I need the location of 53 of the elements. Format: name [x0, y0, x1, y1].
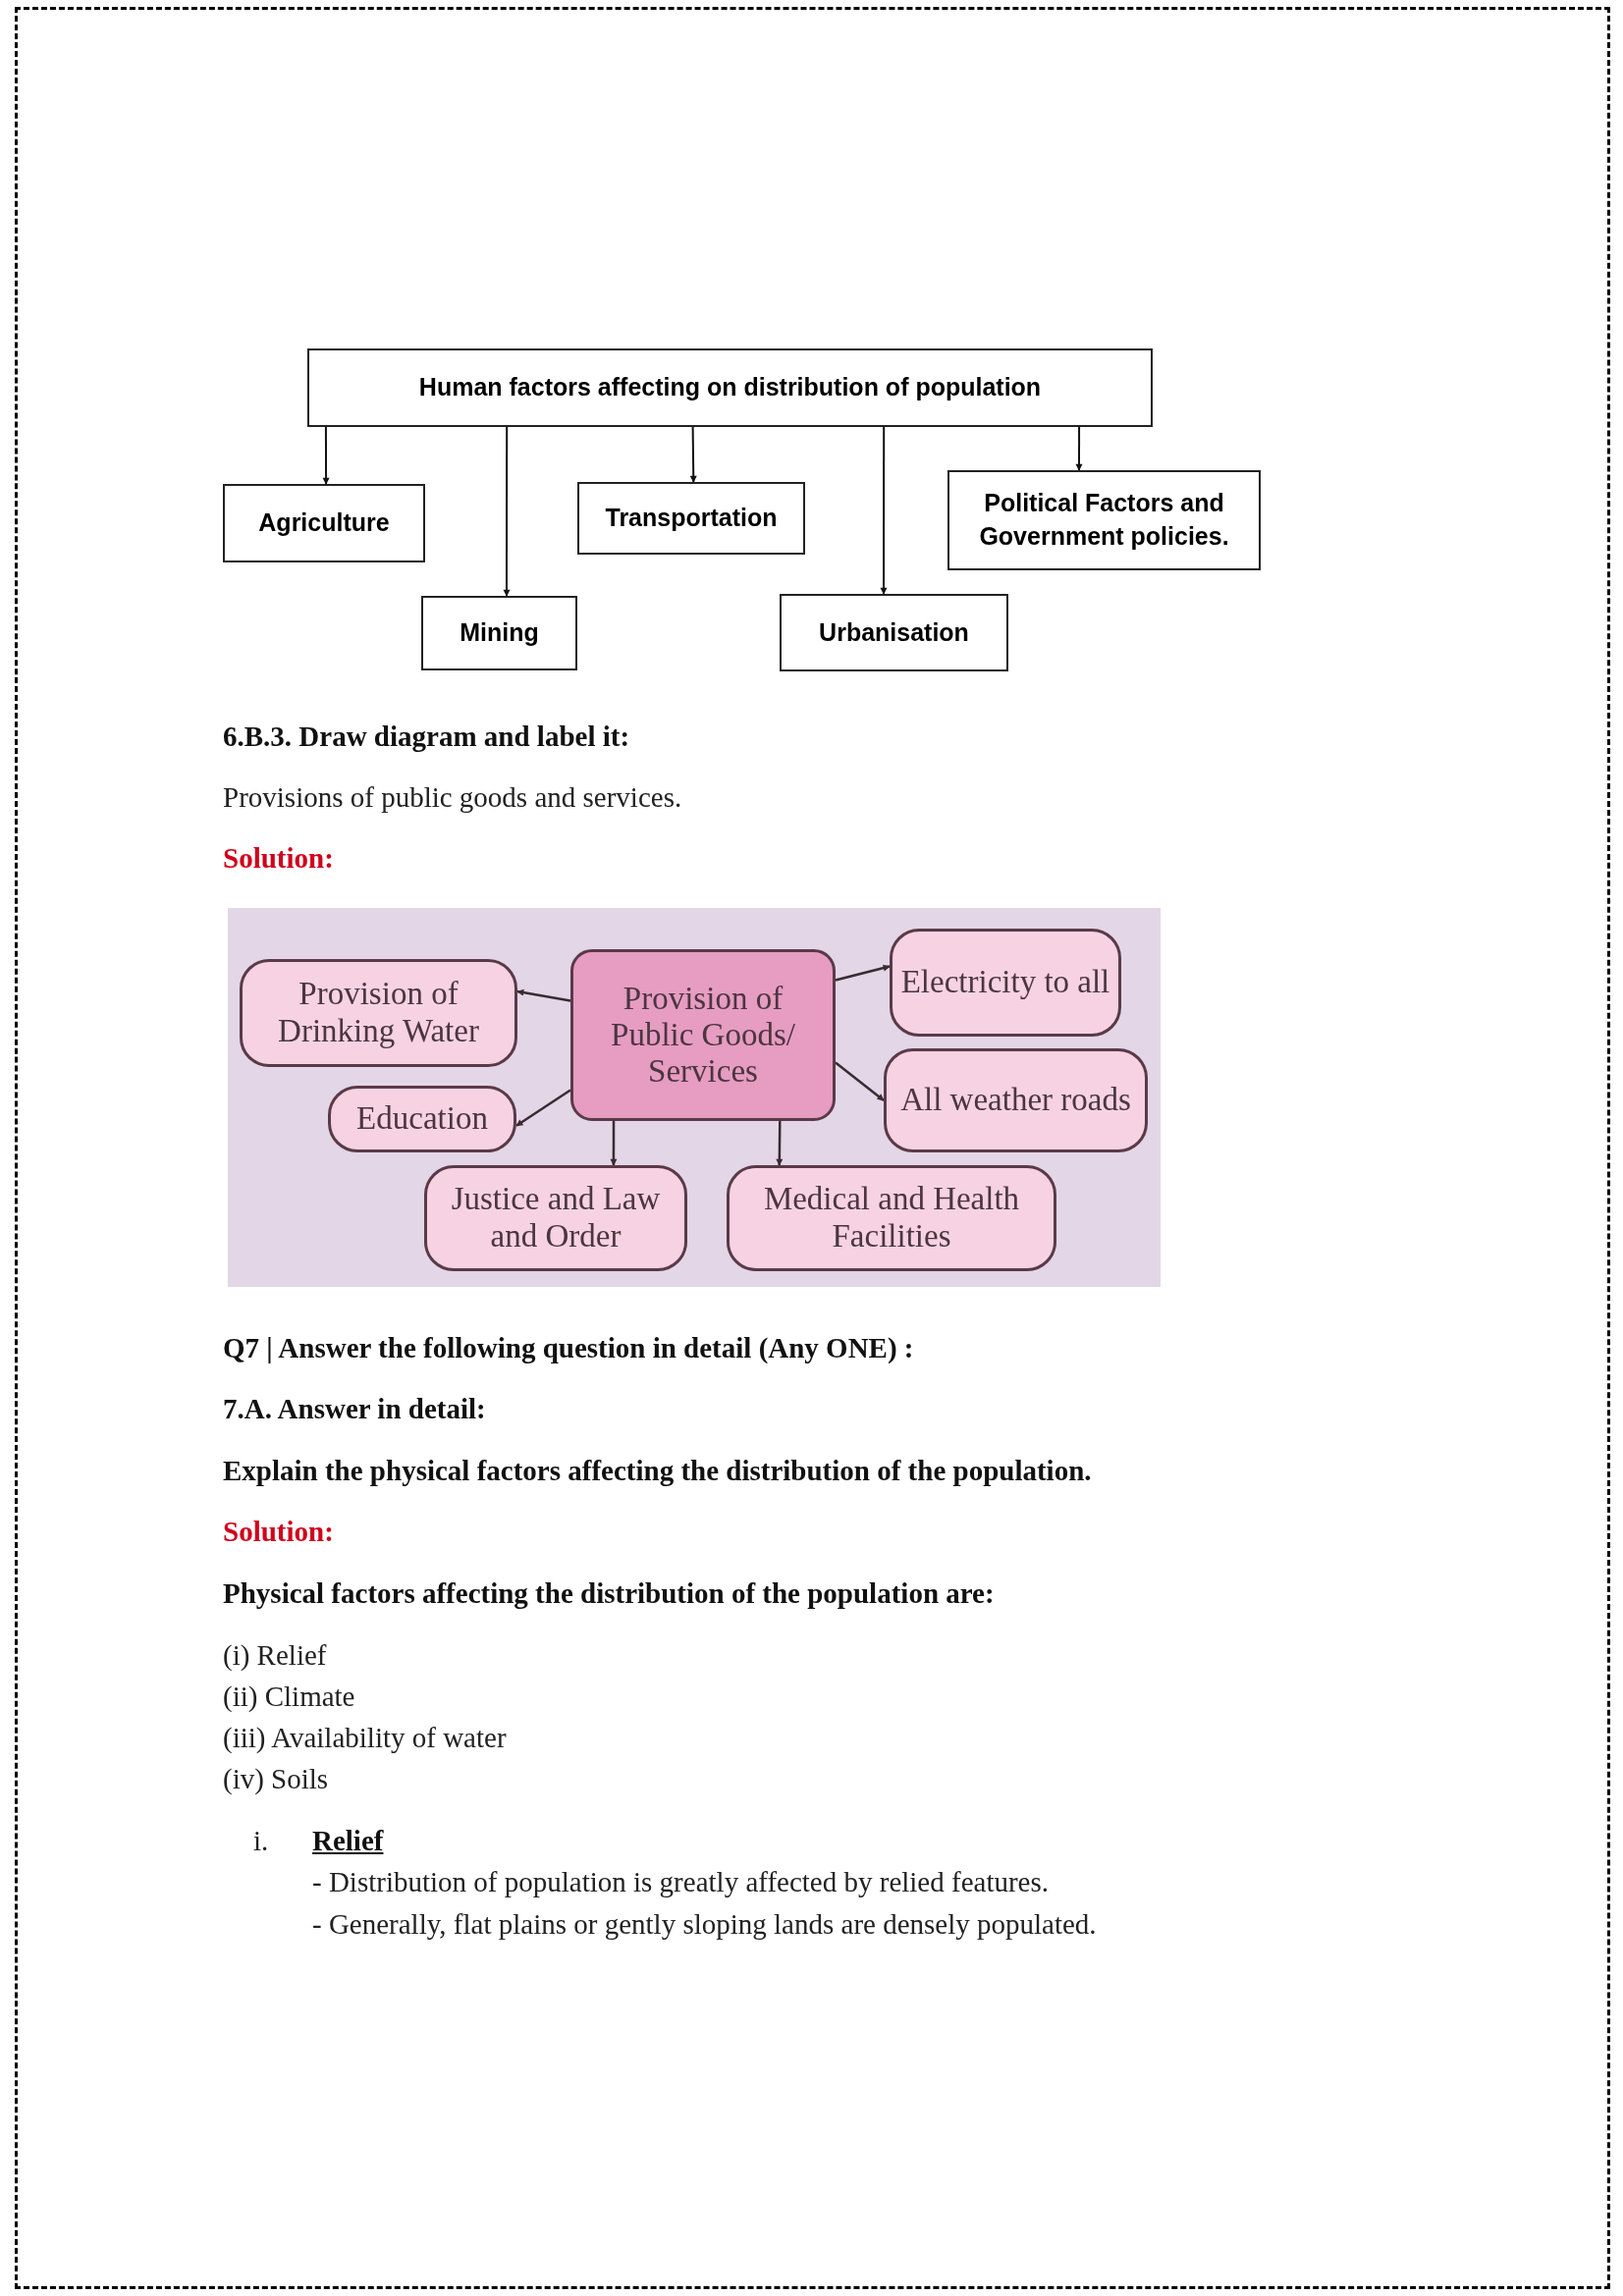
node-label: Mining	[460, 617, 539, 649]
node-label: Urbanisation	[819, 616, 969, 648]
arrow	[1075, 426, 1083, 471]
node-label: Provision of Public Goods/ Services	[610, 981, 796, 1090]
arrow	[835, 1061, 885, 1101]
solution-heading: Solution:	[223, 841, 334, 876]
node-label: Education	[356, 1100, 488, 1138]
heading-text: 6.B.3. Draw diagram and label it:	[223, 720, 630, 754]
body-text: (i) Relief	[223, 1638, 327, 1673]
arrow	[610, 1121, 618, 1166]
node-label: Agriculture	[258, 507, 390, 539]
rounded-box	[328, 1086, 516, 1152]
node-label: All weather roads	[900, 1082, 1131, 1119]
heading-text: Q7 | Answer the following question in detail (Any ONE) :	[223, 1331, 914, 1365]
arrow	[880, 426, 888, 595]
central-rounded-box	[570, 949, 836, 1121]
rounded-box	[424, 1165, 687, 1271]
body-text: (iii) Availability of water	[223, 1721, 507, 1755]
body-text: (ii) Climate	[223, 1680, 355, 1714]
heading-text: 7.A. Answer in detail:	[223, 1392, 486, 1426]
node-label: Political Factors and Government policies.	[978, 488, 1230, 552]
arrow	[322, 426, 330, 485]
body-text: i.	[253, 1824, 269, 1858]
rounded-box	[884, 1048, 1148, 1152]
arrow	[516, 988, 571, 1002]
process-box	[223, 484, 425, 562]
process-box	[947, 470, 1261, 570]
arrow	[835, 964, 891, 982]
process-box	[421, 596, 577, 670]
node-label: Transportation	[605, 503, 778, 534]
body-text: - Distribution of population is greatly affected by relied features.	[312, 1865, 1049, 1899]
subheading: Relief	[312, 1824, 384, 1858]
body-text: (iv) Soils	[223, 1762, 329, 1796]
node-label: Medical and Health Facilities	[762, 1181, 1021, 1255]
node-label: Human factors affecting on distribution of population	[418, 372, 1042, 403]
rounded-box	[727, 1165, 1056, 1271]
body-text: - Generally, flat plains or gently sloping lands are densely populated.	[312, 1907, 1097, 1942]
rounded-box	[890, 929, 1121, 1037]
node-label: Electricity to all	[900, 964, 1110, 1001]
heading-text: Explain the physical factors affecting the distribution of the population.	[223, 1454, 1092, 1488]
heading-text: Physical factors affecting the distribution of the population are:	[223, 1576, 995, 1611]
process-box	[577, 482, 805, 555]
node-label: Provision of Drinking Water	[277, 976, 480, 1050]
rounded-box	[240, 959, 517, 1067]
process-box	[307, 348, 1153, 427]
process-box	[780, 594, 1008, 671]
node-label: Justice and Law and Order	[450, 1181, 662, 1255]
arrow	[503, 426, 511, 597]
arrow	[689, 426, 697, 483]
arrow	[515, 1089, 571, 1127]
solution-heading: Solution:	[223, 1515, 334, 1549]
arrow	[776, 1121, 784, 1166]
body-text: Provisions of public goods and services.	[223, 780, 682, 815]
